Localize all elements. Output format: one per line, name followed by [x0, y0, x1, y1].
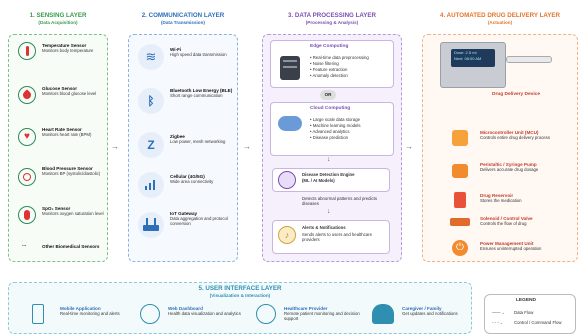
- disease-engine-desc: Detects abnormal patterns and predicts d…: [302, 196, 377, 207]
- bluetooth-icon: ᛒ: [138, 88, 164, 114]
- sensing-panel: [8, 34, 108, 262]
- arrow-sensing-to-comm: →: [111, 142, 119, 151]
- communication-layer-subtitle: (Data Transmission): [161, 20, 205, 25]
- alerts-desc: Sends alerts to users and healthcare pro…: [302, 232, 372, 243]
- brain-icon: [278, 171, 296, 189]
- arrow-cloud-to-engine: ↓: [327, 156, 331, 163]
- cloud-bullet-3: • Advanced analytics: [310, 129, 350, 134]
- valve-icon: [450, 218, 470, 226]
- dashboard-icon: [140, 304, 160, 324]
- arrow-comm-to-processing: →: [243, 142, 251, 151]
- legend-box: [484, 294, 576, 334]
- mobile-phone-icon: [32, 304, 44, 324]
- edge-bullet-1: • Real-time data preprocessing: [310, 55, 369, 60]
- family-icon: [372, 304, 394, 324]
- mcu-chip-icon: [452, 130, 468, 146]
- processing-layer-subtitle: (Processing & Analysis): [305, 20, 359, 25]
- power-icon: ⏻: [452, 240, 468, 256]
- communication-layer-header: 2. COMMUNICATION LAYER (Data Transmissio…: [128, 12, 238, 26]
- device-screen-next: Next: 08:00 AM: [454, 56, 482, 61]
- delivery-layer-header: 4. AUTOMATED DRUG DELIVERY LAYER (Actuat…: [422, 12, 578, 26]
- zigbee-icon: Z: [138, 132, 164, 158]
- drug-delivery-device: [440, 42, 506, 88]
- or-badge: OR: [320, 90, 336, 100]
- sensing-layer-title: 1. SENSING LAYER: [29, 12, 87, 19]
- sensing-layer-header: 1. SENSING LAYER (Data Acquisition): [8, 12, 108, 26]
- sensing-more-ellipsis: ...: [22, 242, 27, 248]
- spo2-finger-icon: [18, 206, 36, 224]
- drug-delivery-device-label: Drug Delivery Device: [492, 92, 540, 97]
- edge-bullet-4: • Anomaly detection: [310, 73, 348, 78]
- iot-gateway-icon: [138, 212, 164, 238]
- ui-layer-subtitle: (Visualization & Interaction): [209, 293, 271, 298]
- ui-layer-header: 5. USER INTERFACE LAYER (Visualization &…: [150, 285, 330, 299]
- cloud-bullet-1: • Large scale data storage: [310, 117, 360, 122]
- edge-computing-title: Edge Computing: [310, 44, 349, 49]
- cloud-bullet-4: • Disease prediction: [310, 135, 349, 140]
- legend-title: LEGEND: [516, 298, 536, 303]
- alerts-box: [272, 220, 390, 254]
- arrow-engine-to-alerts: ↓: [327, 208, 331, 215]
- disease-engine-sub: (ML / AI Models): [302, 178, 335, 183]
- device-screen-dose: Dose: 2.5 ml: [454, 50, 477, 55]
- disease-engine-title: Disease Detection Engine: [302, 172, 355, 177]
- delivery-mcu: Microcontroller Unit (MCU)Controls entir…: [480, 130, 550, 140]
- comm-ble: Bluetooth Low Energy (BLE)Short range co…: [170, 88, 233, 98]
- edge-server-icon: [280, 56, 300, 80]
- legend-data-flow-arrow: ——→: [492, 310, 505, 315]
- doctor-icon: [256, 304, 276, 324]
- heart-rate-icon: ♥: [18, 128, 36, 146]
- wifi-icon: ≋: [138, 44, 164, 70]
- processing-layer-title: 3. DATA PROCESSING LAYER: [287, 12, 376, 19]
- legend-data-flow: Data Flow: [514, 310, 534, 315]
- alerts-title: Alerts & Notifications: [302, 225, 346, 230]
- processing-layer-header: 3. DATA PROCESSING LAYER (Processing & A…: [262, 12, 402, 26]
- delivery-layer-subtitle: (Actuation): [487, 20, 513, 25]
- glucose-drop-icon: [18, 86, 36, 104]
- cloud-icon: [278, 116, 302, 131]
- arrow-processing-to-delivery: →: [405, 142, 413, 151]
- pump-icon: [452, 164, 468, 178]
- ui-panel: [8, 282, 472, 334]
- delivery-layer-title: 4. AUTOMATED DRUG DELIVERY LAYER: [440, 12, 560, 19]
- communication-layer-title: 2. COMMUNICATION LAYER: [141, 12, 225, 19]
- bell-icon: ♪: [278, 226, 296, 244]
- cloud-bullet-2: • Machine learning models: [310, 123, 361, 128]
- cloud-computing-title: Cloud Computing: [310, 106, 351, 111]
- blood-pressure-icon: [18, 168, 36, 186]
- device-syringe: [506, 56, 552, 63]
- comm-cellular: Cellular (4G/5G)Wide area connectivity: [170, 174, 214, 184]
- sensor-other: Other Biomedical Sensors: [42, 244, 100, 249]
- legend-control-flow: Control / Command Flow: [514, 320, 562, 325]
- sensing-layer-subtitle: (Data Acquisition): [38, 20, 78, 25]
- legend-control-flow-arrow: - - -→: [492, 320, 503, 325]
- reservoir-icon: [454, 192, 466, 208]
- cellular-icon: [138, 172, 164, 198]
- edge-bullet-2: • Noise filtering: [310, 61, 339, 66]
- edge-bullet-3: • Feature extraction: [310, 67, 348, 72]
- ui-layer-title: 5. USER INTERFACE LAYER: [198, 285, 282, 292]
- thermometer-icon: [18, 42, 36, 60]
